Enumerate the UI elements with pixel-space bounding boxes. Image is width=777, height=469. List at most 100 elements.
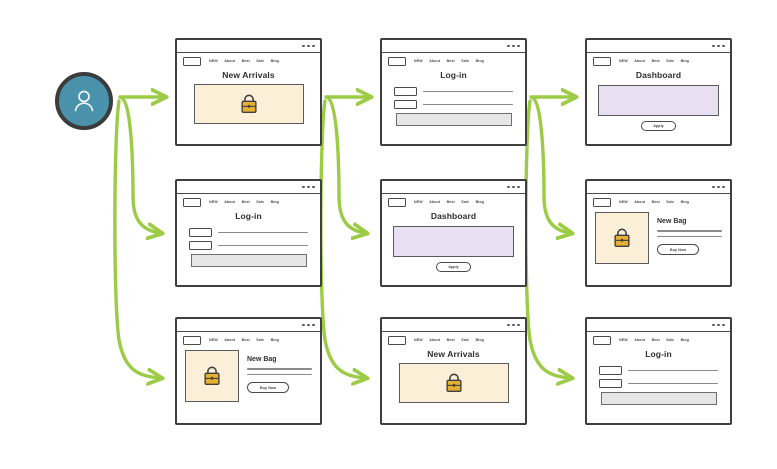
window-controls-dots[interactable] [302,323,315,327]
nav-link-about[interactable]: About [224,337,236,342]
nav-link-about[interactable]: About [429,337,441,342]
window-controls-dots[interactable] [712,185,725,189]
logo-placeholder[interactable] [593,57,611,66]
navbar: NEW About Best Sale Blog [587,53,730,66]
password-input[interactable] [628,382,718,385]
window-controls-dots[interactable] [507,44,520,48]
nav-link-new[interactable]: NEW [619,58,628,63]
user-avatar[interactable] [55,72,113,130]
nav-link-about[interactable]: About [634,199,646,204]
nav-link-blog[interactable]: Blog [475,58,484,63]
nav-link-blog[interactable]: Blog [475,199,484,204]
nav-link-best[interactable]: Best [241,58,250,63]
nav-link-sale[interactable]: Sale [461,337,470,342]
nav-link-new[interactable]: NEW [414,199,423,204]
submit-button[interactable] [190,254,307,267]
logo-placeholder[interactable] [183,198,201,207]
nav-link-sale[interactable]: Sale [666,337,675,342]
window-controls-dots[interactable] [302,185,315,189]
nav-link-new[interactable]: NEW [209,58,218,63]
nav-link-best[interactable]: Best [446,337,455,342]
screen-col2-row2-dashboard[interactable]: NEW About Best Sale Blog Dashboard Apply [380,179,527,287]
page-title: Log-in [440,70,467,80]
nav-link-best[interactable]: Best [651,337,660,342]
logo-placeholder[interactable] [593,336,611,345]
logo-placeholder[interactable] [388,57,406,66]
nav-link-about[interactable]: About [224,199,236,204]
nav-link-new[interactable]: NEW [209,337,218,342]
nav-link-about[interactable]: About [224,58,236,63]
nav-link-new[interactable]: NEW [414,58,423,63]
arrow-avatar-to-col1-row2 [120,96,160,233]
product-title: New Bag [247,356,277,363]
screen-col2-row1-login[interactable]: NEW About Best Sale Blog Log-in [380,38,527,146]
nav-link-about[interactable]: About [429,58,441,63]
form-row-password [189,241,308,250]
window-controls-dots[interactable] [302,44,315,48]
nav-link-about[interactable]: About [634,337,646,342]
nav-link-new[interactable]: NEW [619,337,628,342]
navbar: NEW About Best Sale Blog [382,332,525,345]
nav-link-blog[interactable]: Blog [270,199,279,204]
dashboard-panel [393,226,514,257]
nav-link-sale[interactable]: Sale [666,199,675,204]
nav-link-sale[interactable]: Sale [256,199,265,204]
nav-link-sale[interactable]: Sale [461,58,470,63]
submit-button[interactable] [600,392,717,405]
nav-link-sale[interactable]: Sale [666,58,675,63]
nav-link-blog[interactable]: Blog [270,58,279,63]
nav-link-new[interactable]: NEW [414,337,423,342]
window-controls-dots[interactable] [712,323,725,327]
logo-placeholder[interactable] [388,198,406,207]
buy-now-button[interactable]: Buy Now [657,244,699,256]
nav-link-best[interactable]: Best [651,58,660,63]
logo-placeholder[interactable] [388,336,406,345]
screen-col1-row2-login[interactable]: NEW About Best Sale Blog Log-in [175,179,322,287]
screen-col2-row3-new-arrivals[interactable]: NEW About Best Sale Blog New Arrivals [380,317,527,425]
nav-link-best[interactable]: Best [241,199,250,204]
screen-col3-row1-dashboard[interactable]: NEW About Best Sale Blog Dashboard Apply [585,38,732,146]
window-controls-dots[interactable] [507,185,520,189]
nav-link-blog[interactable]: Blog [680,58,689,63]
username-input[interactable] [628,369,718,372]
page-title: New Arrivals [222,70,275,80]
page-title: Dashboard [635,70,682,80]
screen-col1-row3-product[interactable]: NEW About Best Sale Blog New Bag B [175,317,322,425]
nav-link-best[interactable]: Best [446,199,455,204]
logo-placeholder[interactable] [593,198,611,207]
nav-link-blog[interactable]: Blog [270,337,279,342]
nav-link-sale[interactable]: Sale [461,199,470,204]
apply-button[interactable]: Apply [436,262,471,272]
screen-col3-row3-login[interactable]: NEW About Best Sale Blog Log-in [585,317,732,425]
product-detail: New Bag Buy Now [177,345,320,402]
buy-now-button[interactable]: Buy Now [247,382,289,394]
password-input[interactable] [423,103,513,106]
logo-placeholder[interactable] [183,336,201,345]
nav-link-best[interactable]: Best [651,199,660,204]
handbag-icon [204,366,220,385]
window-controls-dots[interactable] [712,44,725,48]
apply-button[interactable]: Apply [641,121,676,131]
window-controls-dots[interactable] [507,323,520,327]
handbag-icon [614,228,630,247]
nav-link-blog[interactable]: Blog [475,337,484,342]
nav-link-best[interactable]: Best [241,337,250,342]
logo-placeholder[interactable] [183,57,201,66]
page-title: New Arrivals [427,349,480,359]
screen-col1-row1-new-arrivals[interactable]: NEW About Best Sale Blog New Arrivals [175,38,322,146]
nav-link-blog[interactable]: Blog [680,199,689,204]
nav-link-new[interactable]: NEW [619,199,628,204]
nav-link-new[interactable]: NEW [209,199,218,204]
nav-link-best[interactable]: Best [446,58,455,63]
password-input[interactable] [218,244,308,247]
username-input[interactable] [218,231,308,234]
nav-link-blog[interactable]: Blog [680,337,689,342]
field-label-box [394,100,417,109]
screen-col3-row2-product[interactable]: NEW About Best Sale Blog New Bag B [585,179,732,287]
nav-link-about[interactable]: About [429,199,441,204]
username-input[interactable] [423,90,513,93]
nav-link-sale[interactable]: Sale [256,58,265,63]
submit-button[interactable] [395,113,512,126]
nav-link-about[interactable]: About [634,58,646,63]
nav-link-sale[interactable]: Sale [256,337,265,342]
